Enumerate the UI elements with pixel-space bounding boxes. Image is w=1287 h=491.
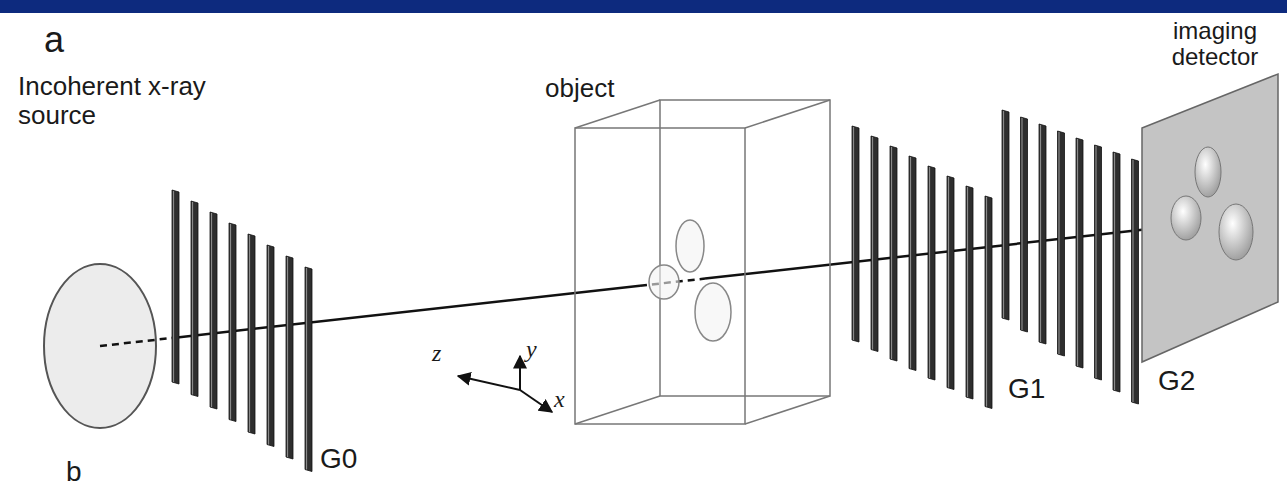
grating-bar — [871, 136, 878, 352]
grating-bar-edge — [1003, 111, 1004, 318]
grating-bar-edge — [891, 147, 892, 359]
grating-bar — [928, 166, 935, 380]
top-bar — [0, 0, 1287, 13]
grating-bar — [1058, 131, 1065, 356]
grating-bar — [852, 126, 859, 342]
grating — [852, 126, 992, 409]
grating-bar-edge — [1077, 139, 1078, 366]
grating-bar-edge — [249, 235, 250, 432]
panel-letter: a — [44, 20, 104, 60]
grating-bar-edge — [1095, 146, 1096, 378]
axis-label: x — [554, 386, 584, 412]
grating-bar — [172, 190, 179, 384]
grating-bar-edge — [872, 137, 873, 350]
grating-bar — [1095, 145, 1102, 380]
axes — [458, 356, 552, 412]
grating-bar-edge — [1040, 125, 1041, 342]
grating-bar-edge — [192, 202, 193, 395]
grating-bar-edge — [230, 224, 231, 420]
detector-image — [1171, 147, 1253, 260]
grating-bar — [947, 176, 954, 390]
grating-bar — [267, 245, 274, 447]
grating-bar-edge — [287, 257, 288, 457]
detector-label: imaging detector — [1150, 18, 1280, 71]
axis-label: z — [432, 340, 462, 366]
object-label: object — [545, 74, 685, 103]
grating-bar — [248, 234, 255, 434]
grating-bar — [985, 196, 992, 409]
axis-label: y — [526, 336, 556, 362]
grating-bar-edge — [853, 127, 854, 340]
grating-label: G2 — [1158, 366, 1218, 397]
grating-bar — [286, 256, 293, 459]
grating-bar — [1002, 110, 1009, 320]
grating-bar-edge — [986, 197, 987, 407]
grating — [1002, 110, 1139, 404]
grating-bar — [966, 186, 973, 399]
grating-label: G1 — [1008, 374, 1068, 405]
grating-bar — [1113, 152, 1120, 392]
grating-bar-edge — [211, 213, 212, 407]
grating-bar-edge — [306, 268, 307, 470]
grating-bar-edge — [948, 177, 949, 388]
grating-bar-edge — [910, 157, 911, 369]
grating-bar — [1076, 138, 1083, 368]
grating-label: G0 — [320, 444, 380, 475]
grating-bar — [1132, 159, 1139, 404]
grating-bar-edge — [173, 191, 174, 382]
grating-bar-edge — [929, 167, 930, 378]
grating-bar-edge — [1058, 132, 1059, 354]
grating-bar — [1039, 124, 1046, 344]
grating-bar — [191, 201, 198, 397]
grating-bar — [305, 267, 312, 472]
imaging-detector — [1142, 74, 1278, 362]
beam-segment — [175, 286, 640, 338]
grating-bar-edge — [967, 187, 968, 397]
grating-bar — [210, 212, 217, 409]
source-label: Incoherent x-ray source — [18, 72, 248, 129]
object-box — [575, 100, 830, 424]
grating-bar-edge — [1132, 160, 1133, 402]
grating-bar-edge — [268, 246, 269, 445]
beam-segment — [100, 338, 175, 346]
grating-bar — [229, 223, 236, 422]
grating-bar-edge — [1021, 118, 1022, 330]
grating-bar — [1021, 117, 1028, 332]
grating — [172, 190, 312, 472]
object-features — [649, 220, 731, 341]
grating-bar-edge — [1114, 153, 1115, 390]
panel-letter: b — [66, 457, 106, 488]
grating-bar — [909, 156, 916, 371]
gratings — [172, 110, 1139, 472]
grating-bar — [890, 146, 897, 361]
